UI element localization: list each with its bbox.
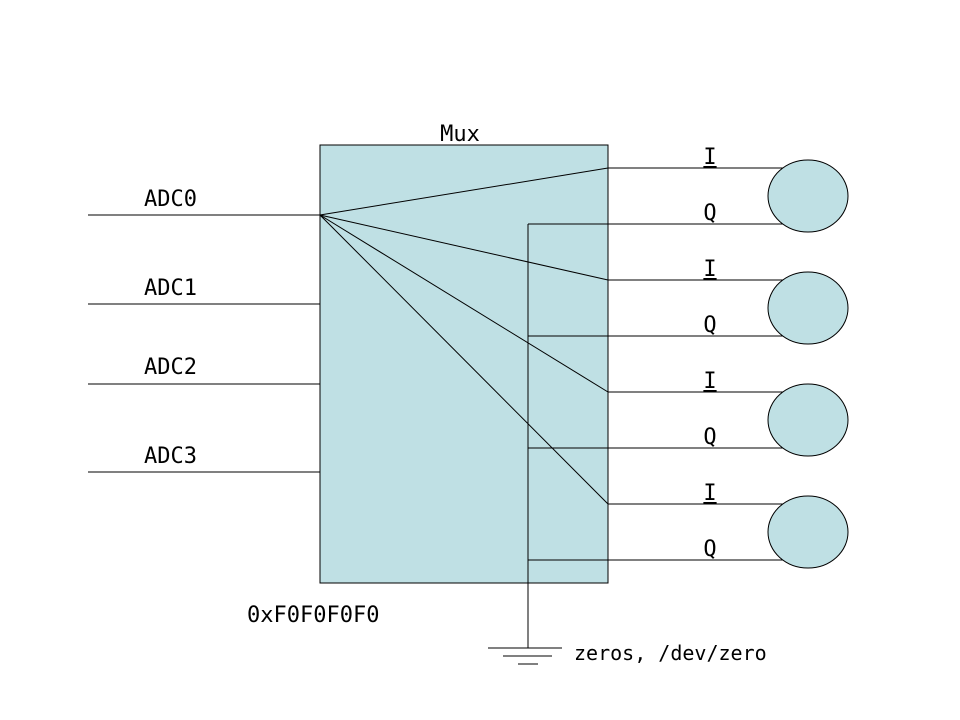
- mux-value-label: 0xF0F0F0F0: [247, 603, 379, 628]
- route-to-i0: [319, 167, 609, 216]
- ground-symbol: [488, 647, 562, 665]
- adc0-label: ADC0: [144, 187, 197, 212]
- mux-block: [319, 144, 609, 584]
- adc3-label: ADC3: [144, 444, 197, 469]
- output-circle-3: [767, 495, 849, 569]
- q3-label: Q: [703, 537, 716, 562]
- adc1-label: ADC1: [144, 276, 197, 301]
- route-to-i1: [319, 214, 609, 281]
- i2-label: I: [703, 369, 716, 394]
- route-to-i3: [319, 214, 609, 505]
- i3-label: I: [703, 481, 716, 506]
- i0-label: I: [703, 145, 716, 170]
- i1-label: I: [703, 257, 716, 282]
- adc2-label: ADC2: [144, 355, 197, 380]
- output-circle-0: [767, 159, 849, 233]
- q2-label: Q: [703, 425, 716, 450]
- q0-label: Q: [703, 201, 716, 226]
- q1-label: Q: [703, 313, 716, 338]
- route-to-i2: [319, 214, 609, 393]
- mux-label: Mux: [440, 122, 480, 147]
- output-circle-2: [767, 383, 849, 457]
- ground-label: zeros, /dev/zero: [574, 641, 767, 665]
- output-circle-1: [767, 271, 849, 345]
